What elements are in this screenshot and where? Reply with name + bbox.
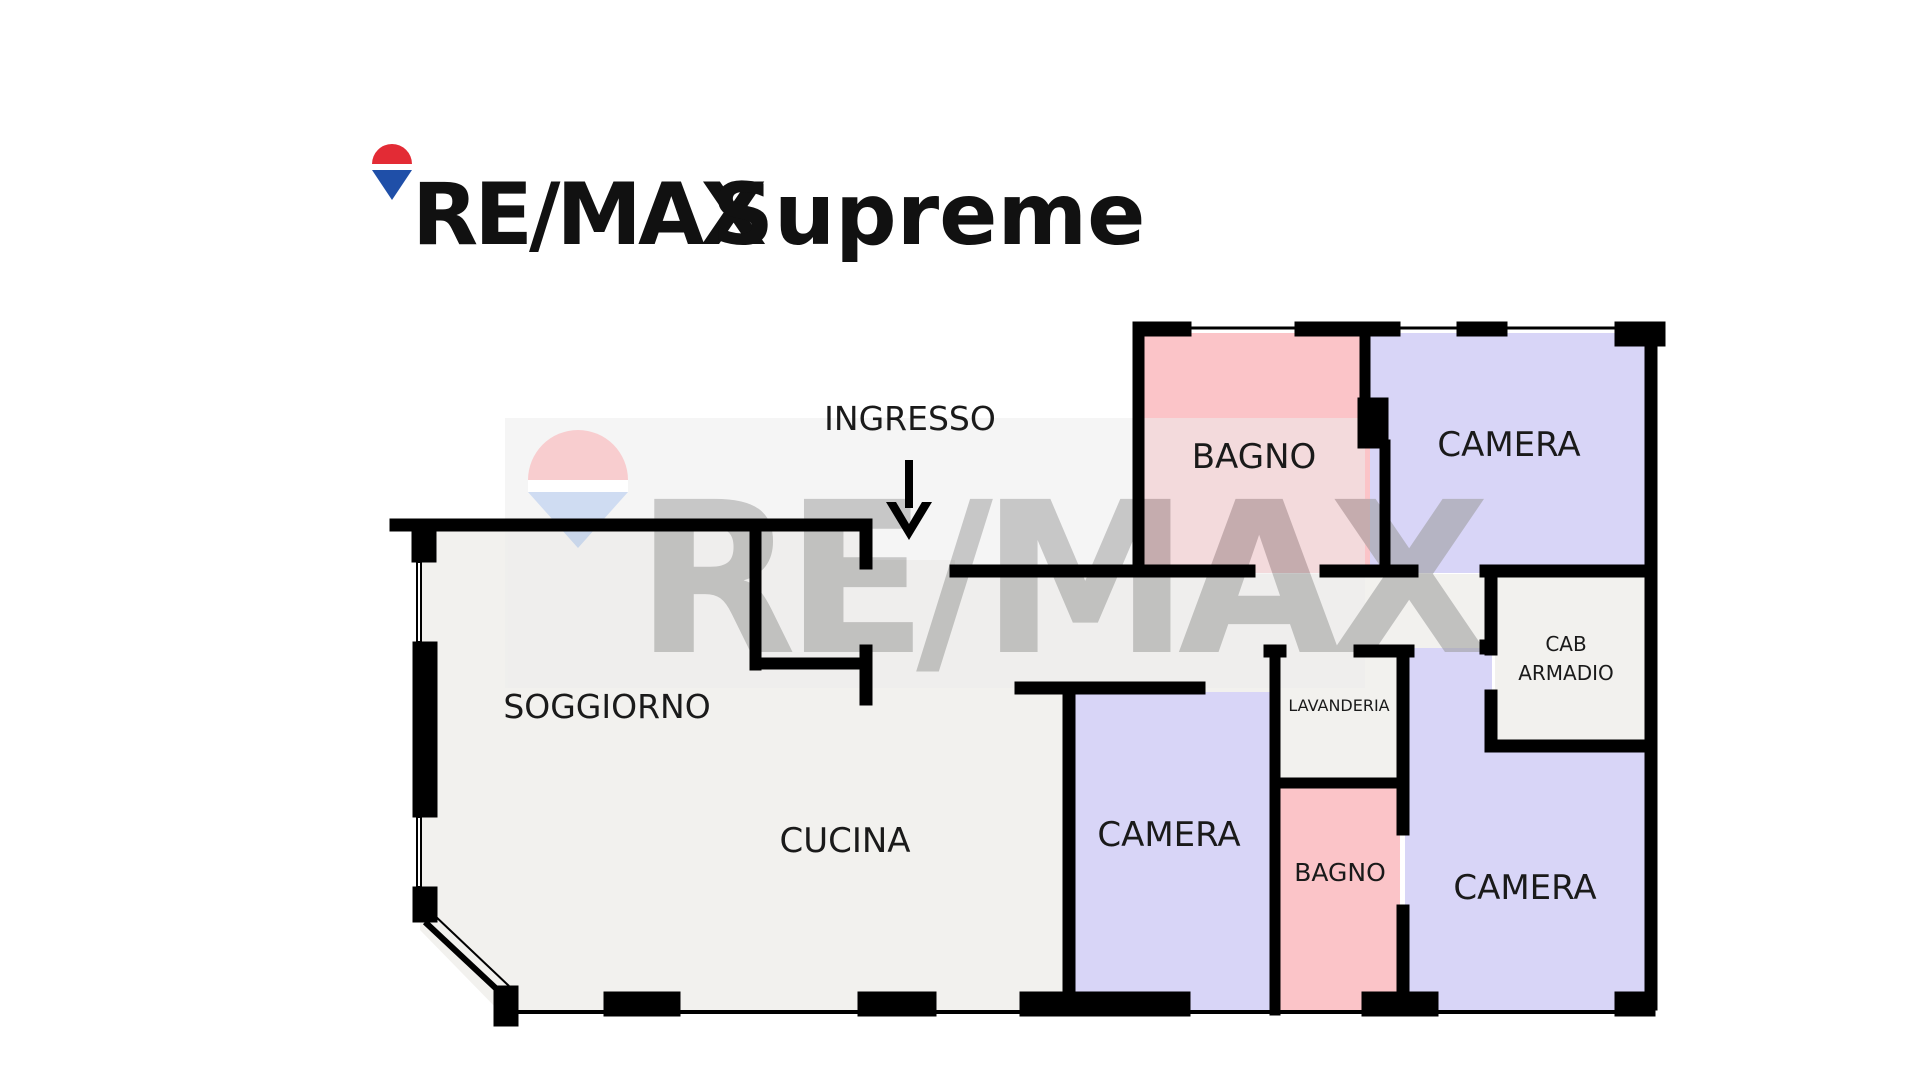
remax-logo: RE/MAX Supreme — [372, 144, 1145, 265]
label-camera-right: CAMERA — [1453, 868, 1596, 908]
watermark: RE/MAX — [505, 418, 1498, 702]
entrance-label: INGRESSO — [824, 399, 996, 438]
label-cucina: CUCINA — [779, 821, 910, 861]
label-lavanderia: LAVANDERIA — [1288, 696, 1389, 715]
walls — [389, 321, 1666, 1027]
label-bagno-top: BAGNO — [1192, 437, 1317, 477]
label-camera-mid: CAMERA — [1097, 815, 1240, 855]
arrow-down-icon — [886, 460, 932, 540]
brand-office: Supreme — [712, 165, 1145, 265]
room-camera-top — [1370, 333, 1650, 573]
label-cab: CAB — [1545, 632, 1586, 656]
room-camera-mid — [1072, 692, 1277, 1012]
brand-name: RE/MAX — [412, 165, 766, 265]
label-bagno-small: BAGNO — [1294, 858, 1386, 887]
label-soggiorno: SOGGIORNO — [503, 687, 710, 726]
balloon-icon — [372, 144, 412, 200]
room-cab-armadio — [1495, 574, 1650, 746]
room-bagno-small — [1280, 786, 1400, 1012]
room-camera-right — [1405, 648, 1650, 1012]
label-camera-top: CAMERA — [1437, 425, 1580, 465]
label-armadio: ARMADIO — [1518, 661, 1614, 685]
